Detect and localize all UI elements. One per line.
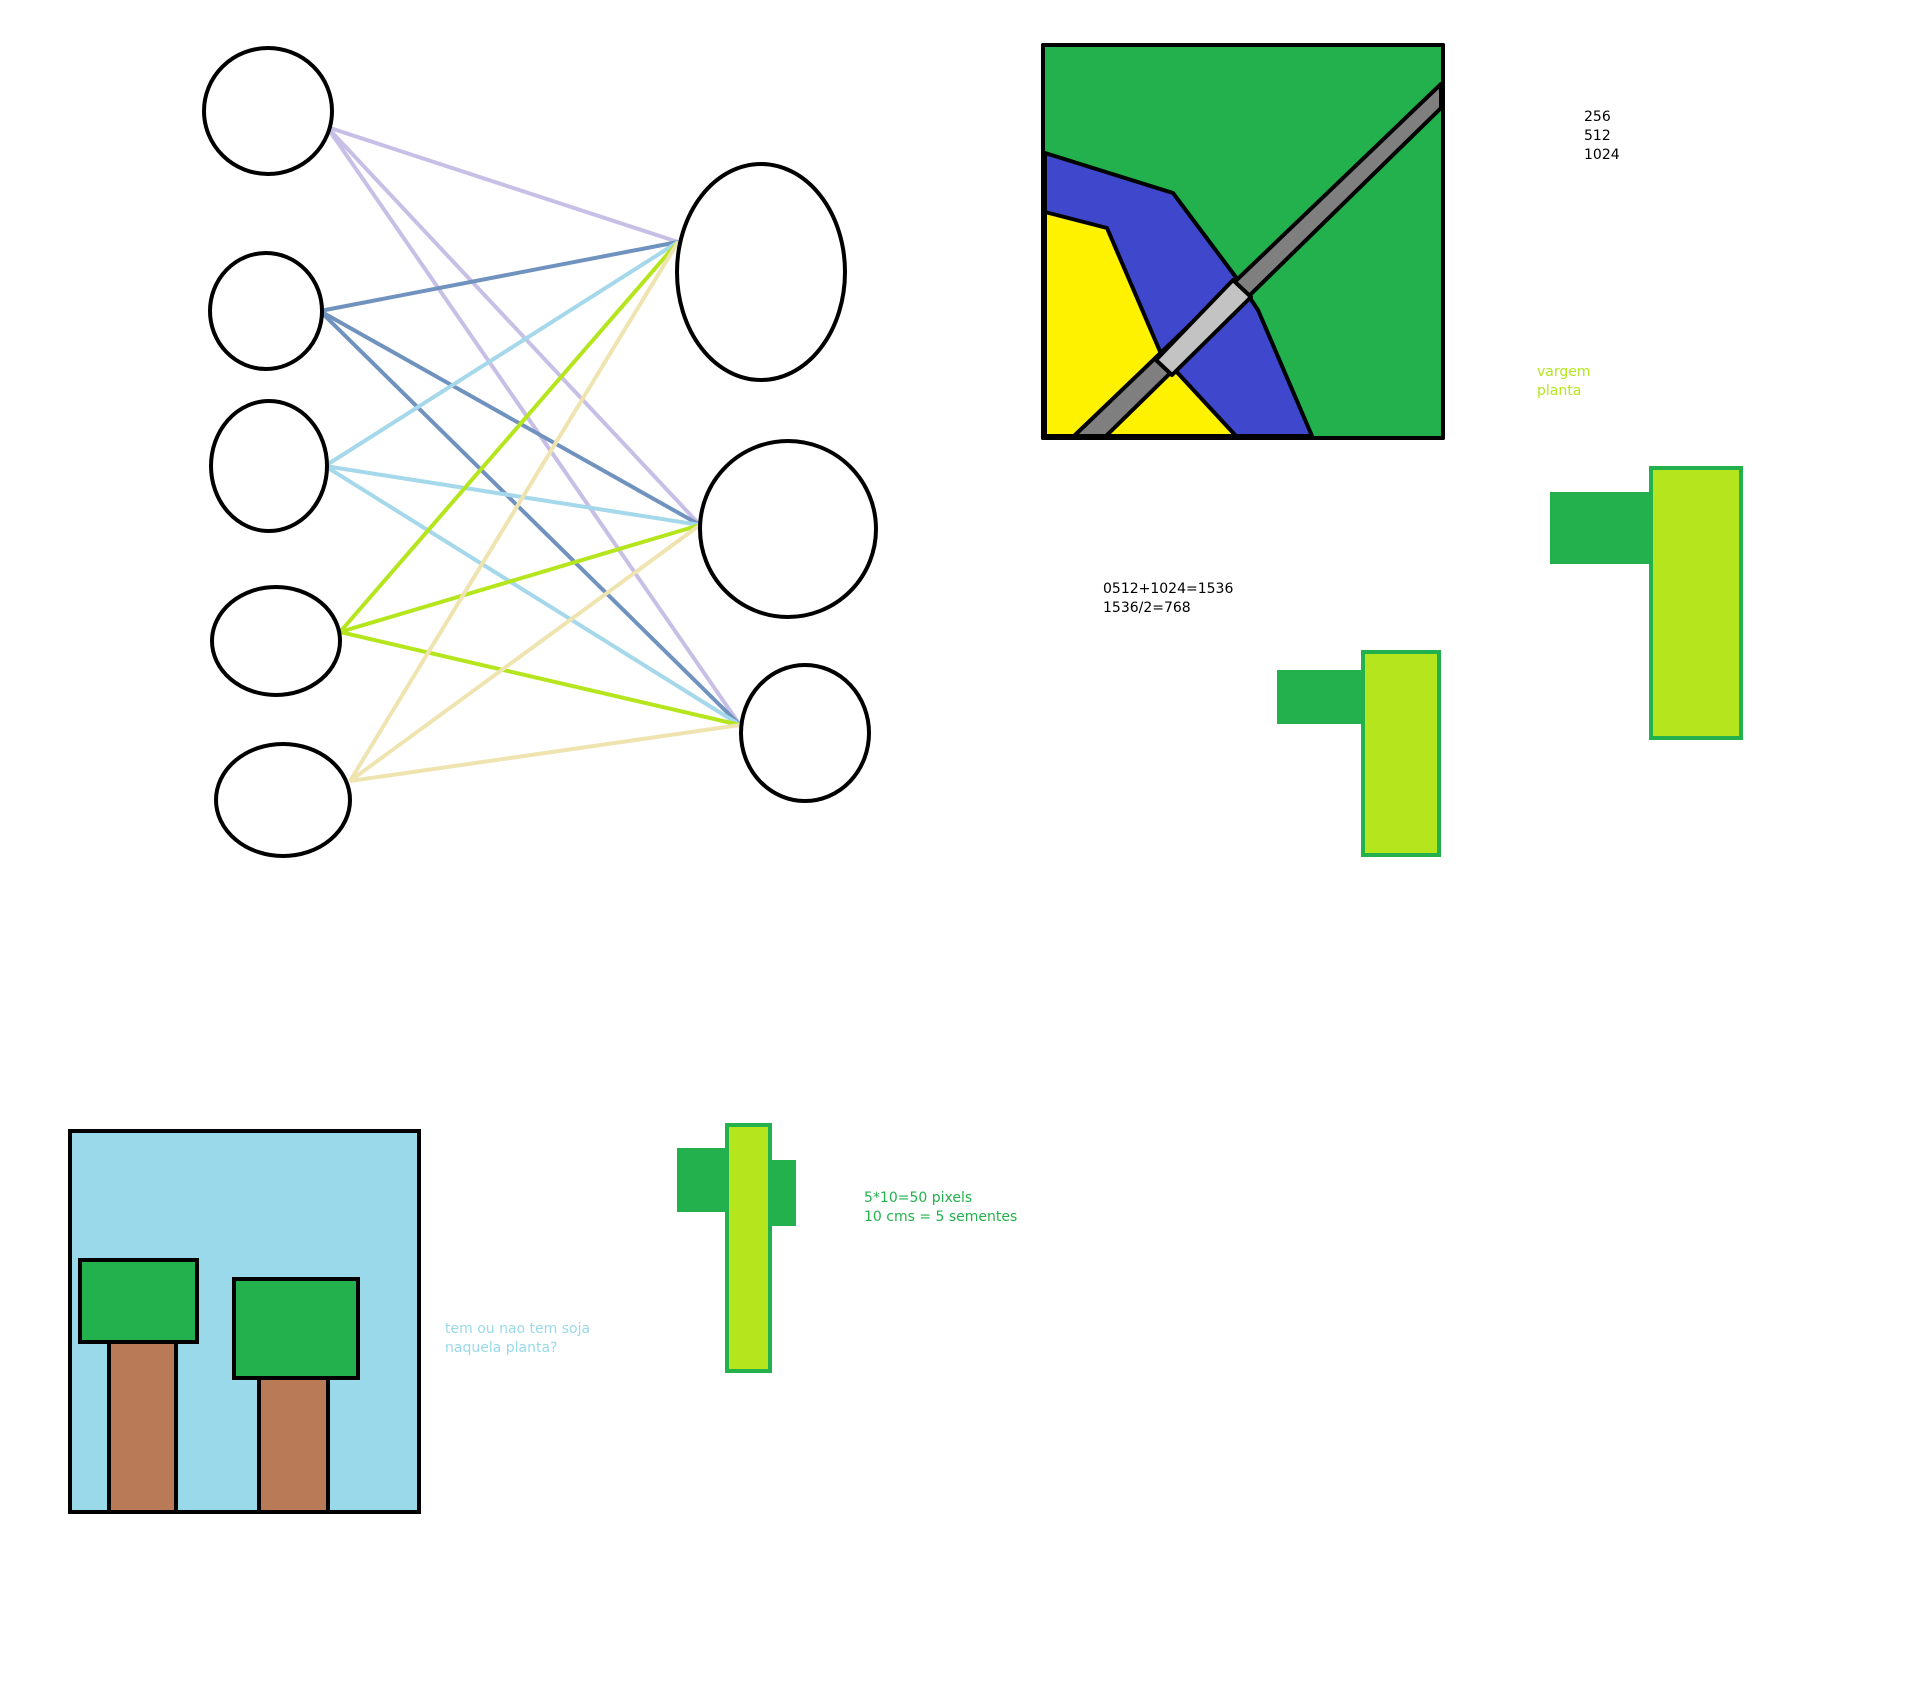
pixels-note: 5*10=50 pixels 10 cms = 5 sementes bbox=[864, 1189, 1017, 1227]
tree-scene-border bbox=[68, 1129, 421, 1514]
edge-input4-output1 bbox=[338, 240, 680, 634]
tree-trunk-right bbox=[257, 1376, 330, 1514]
edge-input5-output2 bbox=[348, 523, 702, 783]
plant-leaf-right bbox=[768, 1160, 796, 1226]
edge-input1-output2 bbox=[325, 125, 702, 527]
plant-icon-medium bbox=[1277, 650, 1441, 857]
plant-icon-large bbox=[1550, 466, 1743, 740]
tree-scene bbox=[68, 1129, 421, 1514]
edge-input1-output3 bbox=[325, 125, 742, 727]
legend-labels: vargem planta bbox=[1537, 363, 1591, 401]
edge-input3-output2 bbox=[324, 464, 701, 527]
plant-stem bbox=[1361, 650, 1441, 857]
road-bridge bbox=[1154, 278, 1253, 377]
resolution-1024: 1024 bbox=[1584, 147, 1620, 163]
resolution-512: 512 bbox=[1584, 128, 1611, 144]
question-line-2: naquela planta? bbox=[445, 1340, 558, 1356]
field-map bbox=[1041, 43, 1445, 440]
plant-stem bbox=[725, 1123, 772, 1373]
plant-leaf bbox=[1277, 670, 1365, 724]
output-node-2 bbox=[698, 439, 878, 619]
resolution-list: 256 512 1024 bbox=[1584, 108, 1620, 165]
calculation-note: 0512+1024=1536 1536/2=768 bbox=[1103, 580, 1233, 618]
edge-input4-output2 bbox=[339, 523, 701, 634]
neural-network-diagram bbox=[202, 46, 878, 858]
edge-input4-output3 bbox=[339, 630, 741, 727]
calculation-sum: 0512+1024=1536 bbox=[1103, 581, 1234, 597]
tree-trunk-left bbox=[107, 1340, 178, 1514]
edge-input2-output3 bbox=[318, 309, 742, 727]
tree-canopy-left bbox=[78, 1258, 199, 1344]
input-node-2 bbox=[208, 251, 324, 371]
edge-input1-output1 bbox=[326, 125, 679, 244]
input-node-1 bbox=[202, 46, 334, 176]
output-layer bbox=[675, 162, 878, 803]
edge-input2-output2 bbox=[319, 309, 701, 527]
resolution-256: 256 bbox=[1584, 109, 1611, 125]
question-note: tem ou nao tem soja naquela planta? bbox=[445, 1320, 590, 1358]
output-node-1 bbox=[675, 162, 847, 382]
calculation-average: 1536/2=768 bbox=[1103, 600, 1191, 616]
tree-canopy-right bbox=[232, 1277, 360, 1380]
edge-input3-output3 bbox=[323, 464, 742, 727]
plant-leaf bbox=[1550, 492, 1652, 564]
seeds-ratio: 10 cms = 5 sementes bbox=[864, 1209, 1018, 1225]
input-node-3 bbox=[209, 399, 329, 533]
legend-vargem: vargem bbox=[1537, 364, 1591, 380]
input-node-5 bbox=[214, 742, 352, 858]
edge-input5-output1 bbox=[348, 240, 680, 783]
network-edges bbox=[318, 125, 742, 783]
question-line-1: tem ou nao tem soja bbox=[445, 1321, 591, 1337]
pixels-formula: 5*10=50 pixels bbox=[864, 1190, 973, 1206]
edge-input5-output3 bbox=[349, 723, 741, 783]
output-node-3 bbox=[739, 663, 871, 803]
field-map-border bbox=[1041, 43, 1445, 440]
legend-planta: planta bbox=[1537, 383, 1582, 399]
plant-icon-small bbox=[677, 1123, 796, 1373]
edge-input2-output1 bbox=[319, 240, 679, 313]
input-node-4 bbox=[210, 585, 342, 697]
edge-input3-output1 bbox=[323, 240, 680, 468]
plant-stem bbox=[1649, 466, 1743, 740]
input-layer bbox=[202, 46, 352, 858]
plant-leaf-left bbox=[677, 1148, 727, 1212]
